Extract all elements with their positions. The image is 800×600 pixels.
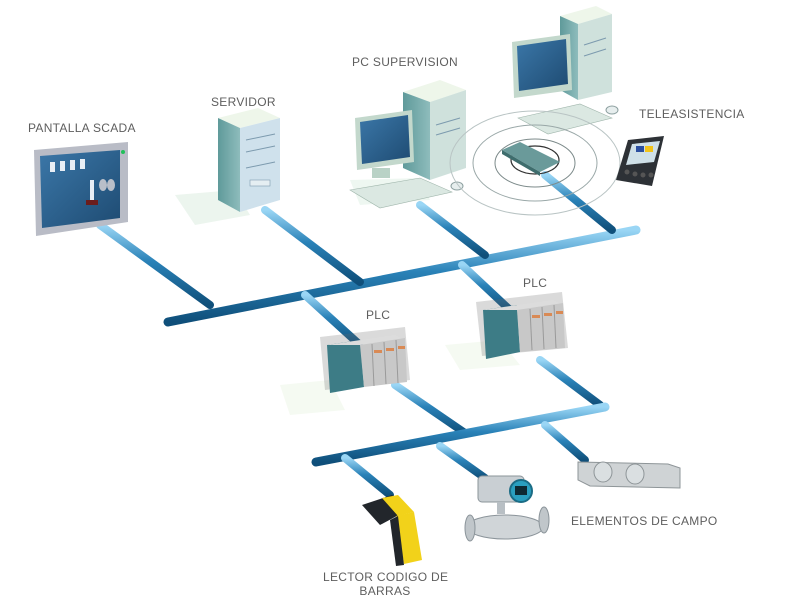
cable-plc1-down: [391, 381, 469, 437]
label-elementos-campo: ELEMENTOS DE CAMPO: [571, 514, 718, 528]
scada-panel-device: [34, 142, 128, 236]
load-cell-device: [577, 461, 681, 489]
pc-supervision-device: [349, 80, 466, 209]
label-servidor: SERVIDOR: [211, 95, 276, 109]
barcode-scanner-device: [362, 495, 422, 566]
cable-drop-router: [541, 171, 616, 234]
label-plc-1: PLC: [366, 308, 391, 322]
label-lector-line-2: BARRAS: [359, 584, 411, 598]
network-cables: [96, 171, 641, 499]
cable-drop-pc: [416, 201, 489, 259]
wireless-router-device: [449, 110, 621, 216]
label-teleasistencia: TELEASISTENCIA: [639, 107, 745, 121]
label-lector-codigo-barras: LECTOR CODIGO DE BARRAS: [323, 570, 449, 598]
server-device: [218, 108, 280, 212]
flowmeter-device: [464, 475, 550, 542]
cable-drop-flowmeter: [436, 442, 489, 482]
cable-backbone-top: [163, 225, 641, 327]
plc-2-device: [476, 292, 568, 359]
cable-plc2-down: [536, 356, 604, 409]
label-pantalla-scada: PANTALLA SCADA: [28, 121, 136, 135]
label-pc-supervision: PC SUPERVISION: [352, 55, 459, 69]
cable-drop-scada: [96, 221, 214, 309]
cable-backbone-bottom: [311, 402, 610, 467]
cable-drop-servidor: [261, 206, 364, 286]
cable-drop-scanner: [341, 454, 394, 499]
remote-assistance-pc-device: [512, 6, 619, 135]
cable-drop-plc2: [458, 261, 514, 314]
pda-device: [616, 136, 664, 186]
label-plc-2: PLC: [523, 276, 548, 290]
label-lector-line-1: LECTOR CODIGO DE: [323, 570, 449, 584]
plc-1-device: [320, 327, 410, 393]
cable-drop-plc1: [301, 291, 364, 349]
cable-drop-loadcell: [541, 421, 589, 464]
